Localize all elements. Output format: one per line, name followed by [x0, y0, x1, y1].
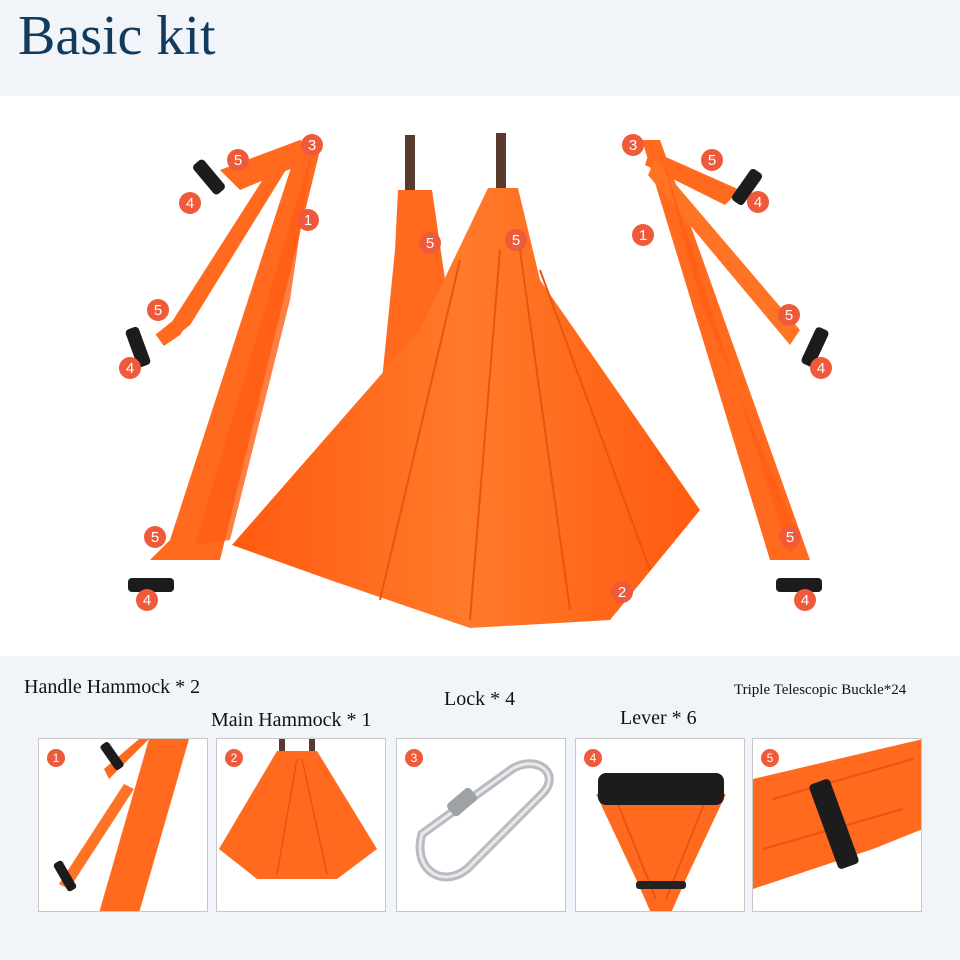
thumbnail-handle-hammock: 1: [38, 738, 208, 912]
svg-text:2: 2: [618, 584, 626, 601]
badge-4-left-mid: 4: [119, 357, 141, 379]
page-title: Basic kit: [18, 5, 216, 67]
thumbnail-lever: 4: [575, 738, 745, 912]
buckle-icon: [753, 739, 921, 889]
thumbnail-lock: 3: [396, 738, 566, 912]
label-buckle: Triple Telescopic Buckle*24: [734, 682, 907, 698]
badge-4-right-mid: 4: [810, 357, 832, 379]
label-handle-hammock: Handle Hammock * 2: [24, 676, 201, 698]
svg-text:1: 1: [304, 212, 312, 229]
thumb-badge-2: 2: [225, 749, 243, 767]
left-handle-hammock: [125, 140, 320, 592]
lever-handle-icon: [596, 773, 726, 911]
badge-4-right-bottom: 4: [794, 589, 816, 611]
badge-5-right-bottom: 5: [779, 526, 801, 548]
svg-text:5: 5: [786, 529, 794, 546]
svg-text:4: 4: [754, 194, 762, 211]
thumb-badge-5: 5: [761, 749, 779, 767]
svg-text:5: 5: [512, 232, 520, 249]
badge-1-left: 1: [297, 209, 319, 231]
main-hammock-icon: [219, 739, 377, 879]
thumb-badge-1: 1: [47, 749, 65, 767]
thumb-badge-3: 3: [405, 749, 423, 767]
badge-4-right-top: 4: [747, 191, 769, 213]
svg-text:3: 3: [308, 137, 316, 154]
svg-text:4: 4: [186, 195, 194, 212]
svg-text:5: 5: [708, 152, 716, 169]
product-illustration: 3 5 4 1 5 4 5 4 5 5 2 3 5 4 1 5 4 5 4: [0, 96, 960, 656]
badge-3-left: 3: [301, 134, 323, 156]
badge-1-right: 1: [632, 224, 654, 246]
svg-text:5: 5: [154, 302, 162, 319]
label-lock: Lock * 4: [444, 688, 516, 710]
badge-5-left-bottom: 5: [144, 526, 166, 548]
badge-5-main-right: 5: [505, 229, 527, 251]
thumbnail-main-hammock: 2: [216, 738, 386, 912]
label-lever: Lever * 6: [620, 707, 697, 729]
badge-5-left-top: 5: [227, 149, 249, 171]
badge-5-main-left: 5: [419, 232, 441, 254]
label-main-hammock: Main Hammock * 1: [211, 709, 372, 731]
svg-text:1: 1: [639, 227, 647, 244]
handle-hammock-icon: [53, 739, 189, 911]
thumbnail-buckle: 5: [752, 738, 922, 912]
svg-text:3: 3: [629, 137, 637, 154]
badge-5-left-mid: 5: [147, 299, 169, 321]
badge-2-main: 2: [611, 581, 633, 603]
svg-text:4: 4: [817, 360, 825, 377]
badge-3-right: 3: [622, 134, 644, 156]
right-handle-hammock: [642, 140, 829, 592]
carabiner-lock-icon: [415, 759, 554, 882]
svg-text:4: 4: [126, 360, 134, 377]
svg-text:4: 4: [801, 592, 809, 609]
svg-text:5: 5: [426, 235, 434, 252]
thumb-badge-4: 4: [584, 749, 602, 767]
badge-5-right-mid: 5: [778, 304, 800, 326]
badge-5-right-top: 5: [701, 149, 723, 171]
svg-text:5: 5: [785, 307, 793, 324]
svg-text:5: 5: [151, 529, 159, 546]
svg-text:5: 5: [234, 152, 242, 169]
badge-4-left-top: 4: [179, 192, 201, 214]
svg-text:4: 4: [143, 592, 151, 609]
badge-4-left-bottom: 4: [136, 589, 158, 611]
